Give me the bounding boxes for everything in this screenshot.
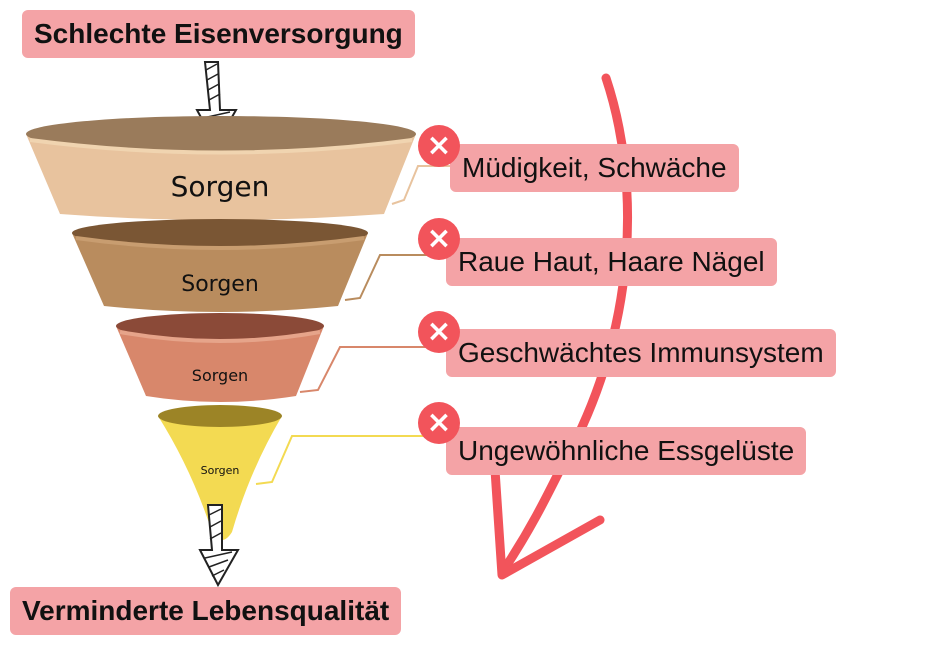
connector-line-4 bbox=[255, 435, 448, 485]
funnel-layer-label-1: Sorgen bbox=[170, 170, 270, 203]
funnel-layer-3 bbox=[116, 313, 324, 402]
close-x-icon: × bbox=[418, 402, 460, 444]
connector-line-3 bbox=[299, 346, 448, 393]
big-arrow-head bbox=[490, 465, 605, 580]
connector-line-2 bbox=[344, 254, 448, 301]
bottom-down-arrow-icon bbox=[198, 504, 240, 588]
funnel-layer-2 bbox=[72, 219, 368, 312]
funnel-layer-label-4: Sorgen bbox=[200, 464, 240, 477]
funnel-layer-4 bbox=[158, 405, 282, 540]
funnel-layer-1 bbox=[26, 116, 416, 220]
bottom-label: Verminderte Lebensqualität bbox=[10, 587, 402, 635]
funnel-layer-label-2: Sorgen bbox=[181, 272, 259, 297]
symptom-label-4: Ungewöhnliche Essgelüste bbox=[446, 427, 807, 475]
close-x-icon: × bbox=[418, 125, 460, 167]
close-x-icon: × bbox=[418, 218, 460, 260]
symptom-label-2: Raue Haut, Haare Nägel bbox=[446, 238, 777, 286]
funnel-layer-label-3: Sorgen bbox=[191, 366, 249, 385]
symptom-label-3: Geschwächtes Immunsystem bbox=[446, 329, 836, 377]
top-label: Schlechte Eisenversorgung bbox=[22, 10, 415, 58]
symptom-label-1: Müdigkeit, Schwäche bbox=[450, 144, 739, 192]
close-x-icon: × bbox=[418, 311, 460, 353]
